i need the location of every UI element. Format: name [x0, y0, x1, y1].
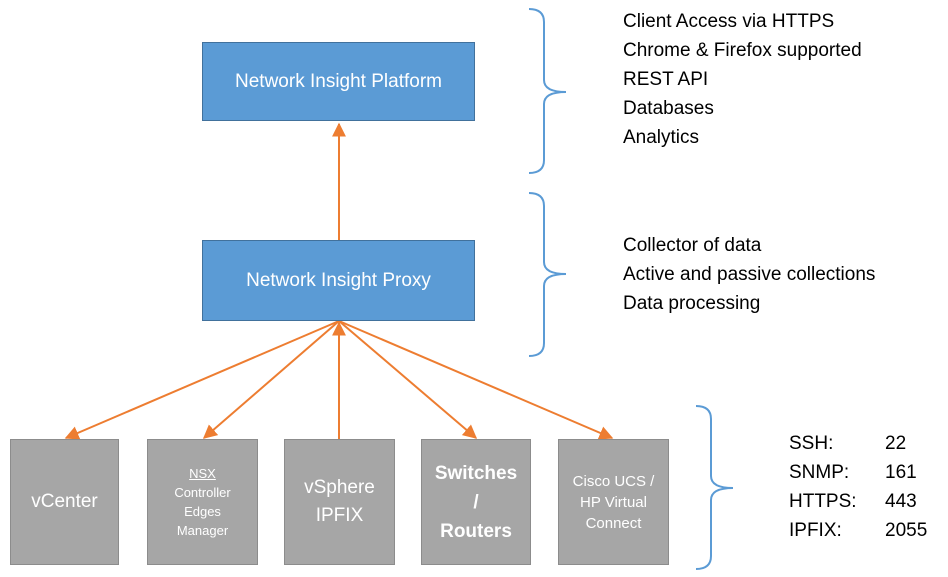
platform-feature-item: Databases	[623, 98, 714, 119]
platform-feature-item: Chrome & Firefox supported	[623, 40, 862, 61]
port-protocol: IPFIX:	[789, 520, 842, 541]
port-row: SSH: 22	[789, 429, 927, 458]
arrow-proxy-to-nsx	[202, 320, 340, 439]
nsx-manager-label: Manager	[176, 523, 229, 538]
connect-label: Connect	[585, 514, 642, 532]
source-cisco-hp-box: Cisco UCS / HP Virtual Connect	[558, 439, 669, 565]
source-vsphere-ipfix-box: vSphere IPFIX	[284, 439, 395, 565]
port-row: HTTPS: 443	[789, 487, 927, 516]
hp-virtual-label: HP Virtual	[580, 493, 647, 511]
nsx-edges-label: Edges	[184, 504, 221, 519]
nsx-title: NSX	[189, 466, 216, 481]
arrow-proxy-to-switches	[338, 320, 478, 439]
source-nsx-box: NSX Controller Edges Manager	[147, 439, 258, 565]
arrow-proxy-to-vcenter	[64, 320, 340, 440]
port-row: SNMP: 161	[789, 458, 927, 487]
port-number: 443	[885, 491, 917, 512]
port-number: 2055	[885, 520, 928, 541]
port-protocol: SNMP:	[789, 462, 850, 483]
proxy-feature-item: Data processing	[623, 293, 761, 314]
platform-feature-item: REST API	[623, 69, 709, 90]
nsx-controller-label: Controller	[174, 485, 231, 500]
brace-proxy	[528, 192, 567, 357]
switches-label: Switches	[434, 462, 518, 484]
proxy-feature-item: Active and passive collections	[623, 264, 876, 285]
proxy-label: Network Insight Proxy	[246, 269, 431, 291]
platform-feature-item: Analytics	[623, 127, 700, 148]
port-table: SSH: 22 SNMP: 161 HTTPS: 443 IPFIX: 2055	[789, 429, 927, 545]
source-switches-routers-box: Switches / Routers	[421, 439, 531, 565]
arrow-proxy-to-cisco	[338, 320, 614, 440]
proxy-feature-item: Collector of data	[623, 235, 762, 256]
network-insight-platform-box: Network Insight Platform	[202, 42, 475, 121]
ipfix-label: IPFIX	[315, 505, 364, 526]
routers-label: Routers	[440, 520, 512, 542]
port-number: 161	[885, 462, 917, 483]
platform-label: Network Insight Platform	[235, 70, 442, 92]
source-vcenter-box: vCenter	[10, 439, 119, 565]
brace-platform	[528, 8, 567, 174]
vsphere-label: vSphere	[304, 477, 375, 498]
port-protocol: SSH:	[789, 433, 834, 454]
vcenter-label: vCenter	[31, 491, 98, 512]
port-row: IPFIX: 2055	[789, 516, 927, 545]
port-protocol: HTTPS:	[789, 491, 857, 512]
network-insight-proxy-box: Network Insight Proxy	[202, 240, 475, 321]
cisco-ucs-label: Cisco UCS /	[572, 472, 655, 490]
slash-label: /	[473, 491, 479, 513]
proxy-feature-list: Collector of data Active and passive col…	[623, 231, 875, 318]
platform-feature-list: Client Access via HTTPS Chrome & Firefox…	[623, 7, 862, 152]
brace-sources	[695, 405, 734, 570]
port-number: 22	[885, 433, 907, 454]
platform-feature-item: Client Access via HTTPS	[623, 11, 835, 32]
